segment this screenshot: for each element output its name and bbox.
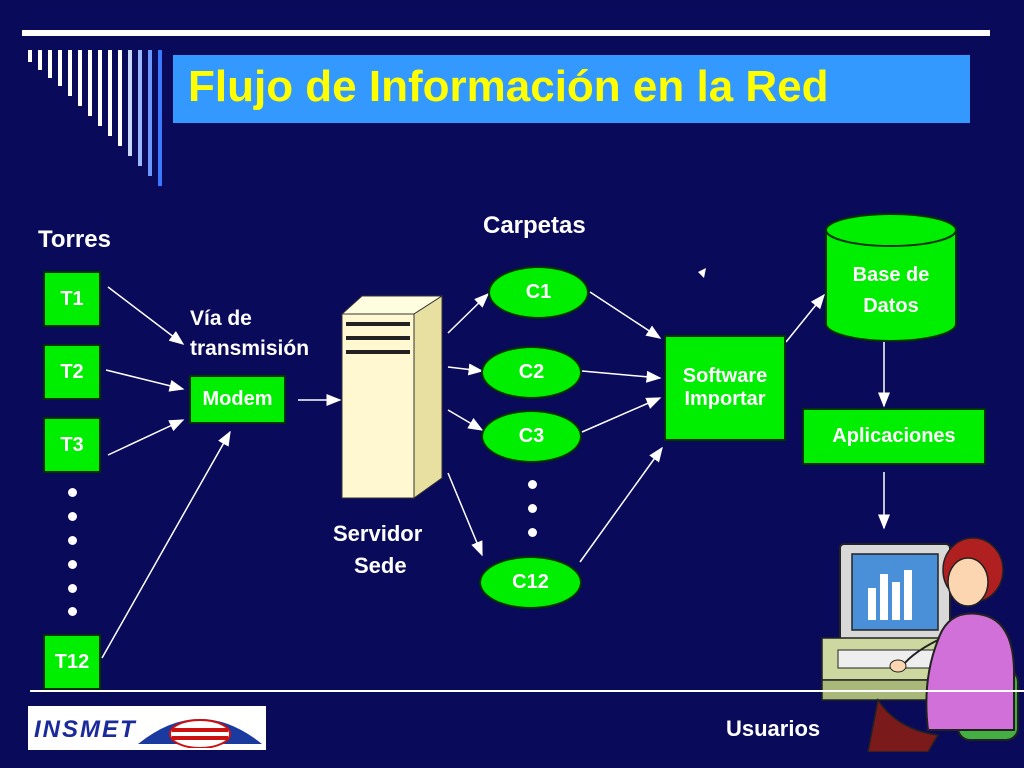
arrow-c3-software: [581, 397, 662, 433]
deco-stripe: [48, 50, 52, 78]
software-label-line1: Software: [682, 365, 768, 387]
via-label-line2: transmisión: [190, 337, 310, 360]
arrow-t12-modem: [101, 430, 231, 659]
ellipsis-dot: [528, 504, 537, 513]
deco-stripe: [28, 50, 32, 62]
tower-t1: T1: [43, 271, 101, 327]
arrow-t2-modem: [105, 369, 185, 392]
deco-stripe: [118, 50, 122, 146]
deco-stripe: [98, 50, 102, 126]
deco-stripe: [78, 50, 82, 106]
ellipsis-dot: [68, 560, 77, 569]
database-label: Base de Datos: [824, 260, 958, 322]
tower-t3: T3: [43, 417, 101, 473]
ellipsis-dot: [68, 512, 77, 521]
ellipsis-dot: [528, 528, 537, 537]
arrow-c2-software: [581, 370, 662, 383]
user-computer-illustration: [821, 537, 1019, 752]
ellipsis-dot: [68, 584, 77, 593]
aplicaciones-box: Aplicaciones: [802, 408, 986, 465]
deco-stripe: [38, 50, 42, 70]
title-bar: [173, 55, 970, 123]
folder-c1: C1: [488, 266, 589, 319]
arrow-server-c2: [447, 363, 484, 376]
deco-stripe: [68, 50, 72, 96]
folder-c12: C12: [479, 556, 582, 609]
software-label-line2: Importar: [684, 388, 766, 410]
logo-emblem: [138, 719, 262, 748]
arrow-t3-modem: [107, 419, 185, 456]
arrow-server-c3: [447, 409, 484, 431]
deco-stripe: [138, 50, 142, 166]
database-label-line2: Datos: [863, 295, 919, 317]
arrow-t1-modem: [107, 286, 185, 345]
insmet-logo: INSMET: [28, 706, 266, 750]
software-importar-box: Software Importar: [664, 335, 786, 441]
ellipsis-dot: [68, 607, 77, 616]
footer-divider-line: [30, 690, 1024, 692]
deco-stripe: [58, 50, 62, 86]
ellipsis-dot: [68, 488, 77, 497]
deco-stripe: [148, 50, 152, 176]
page-title: Flujo de Información en la Red: [188, 62, 829, 111]
arrow-c12-software: [579, 446, 663, 563]
via-label-line1: Vía de: [190, 307, 252, 330]
tower-t2: T2: [43, 344, 101, 400]
ellipsis-dot: [528, 480, 537, 489]
servidor-label-line2: Sede: [354, 553, 407, 578]
deco-stripe: [108, 50, 112, 136]
logo-text: INSMET: [34, 716, 137, 743]
carpetas-label: Carpetas: [483, 212, 586, 239]
database-label-line1: Base de: [852, 264, 930, 286]
folder-c3: C3: [481, 410, 582, 463]
ellipsis-dot: [68, 536, 77, 545]
top-divider-line: [22, 30, 990, 36]
deco-stripe: [128, 50, 132, 156]
deco-stripe: [158, 50, 162, 186]
arrow-server-c1: [447, 292, 490, 334]
arrow-c1-software: [589, 291, 662, 339]
arrow-server-c12: [447, 472, 483, 557]
modem-box: Modem: [189, 375, 286, 424]
folder-c2: C2: [481, 346, 582, 399]
server-icon: [340, 295, 444, 499]
stray-arrowhead: [698, 268, 706, 278]
arrow-software-database: [785, 293, 825, 343]
tower-t12: T12: [43, 634, 101, 690]
torres-label: Torres: [38, 226, 111, 253]
usuarios-label: Usuarios: [726, 716, 821, 741]
deco-stripe: [88, 50, 92, 116]
database-icon: [825, 213, 957, 342]
servidor-label-line1: Servidor: [333, 521, 423, 546]
